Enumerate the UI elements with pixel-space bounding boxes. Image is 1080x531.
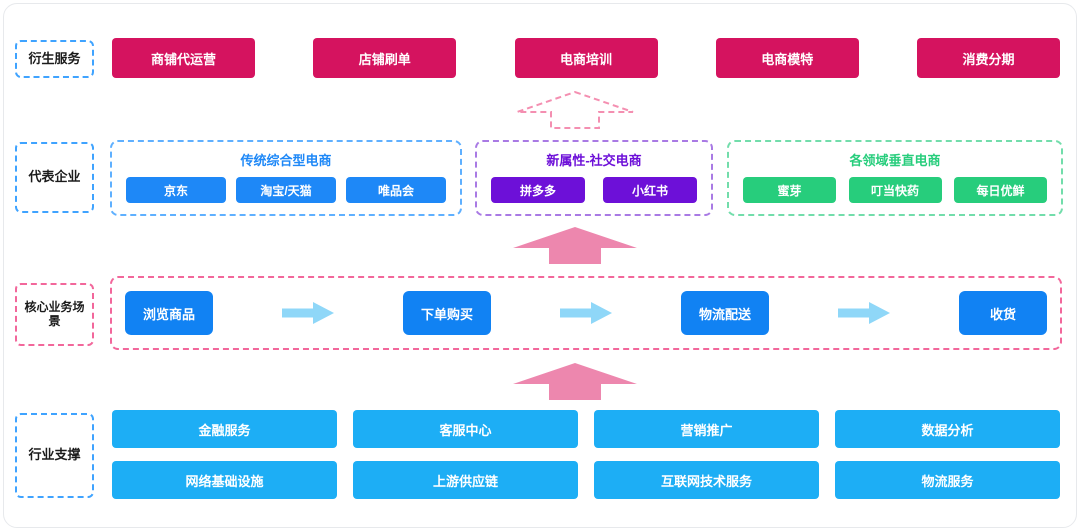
company-node: 京东 xyxy=(126,177,226,203)
support-node: 互联网技术服务 xyxy=(594,461,819,499)
company-node: 唯品会 xyxy=(346,177,446,203)
up-arrow-icon xyxy=(513,363,637,400)
group-title: 各领域垂直电商 xyxy=(849,153,941,168)
dashed-up-arrow-icon xyxy=(516,90,634,129)
right-arrow-icon xyxy=(560,301,612,325)
group-title: 传统综合型电商 xyxy=(240,153,332,168)
group-title: 新属性-社交电商 xyxy=(546,153,642,168)
company-group-social: 新属性-社交电商 拼多多 小红书 xyxy=(475,140,713,216)
right-arrow-icon xyxy=(282,301,334,325)
derived-service-node: 电商培训 xyxy=(514,38,658,78)
company-node: 小红书 xyxy=(603,177,697,203)
industry-support-grid: 金融服务 客服中心 营销推广 数据分析 网络基础设施 上游供应链 互联网技术服务… xyxy=(112,410,1060,499)
company-node: 叮当快药 xyxy=(848,177,942,203)
flow-step-node: 物流配送 xyxy=(681,291,769,335)
flow-step-node: 下单购买 xyxy=(403,291,491,335)
support-node: 上游供应链 xyxy=(353,461,578,499)
flow-step-node: 浏览商品 xyxy=(125,291,213,335)
row-label-core-business: 核心业务场景 xyxy=(15,283,94,346)
derived-services-row: 商铺代运营 店铺刷单 电商培训 电商模特 消费分期 xyxy=(112,38,1060,78)
support-node: 网络基础设施 xyxy=(112,461,337,499)
derived-service-node: 电商模特 xyxy=(715,38,859,78)
support-node: 客服中心 xyxy=(353,410,578,448)
derived-service-node: 消费分期 xyxy=(917,38,1060,78)
company-node: 每日优鲜 xyxy=(954,177,1047,203)
support-node: 营销推广 xyxy=(594,410,819,448)
core-business-flow: 浏览商品 下单购买 物流配送 收货 xyxy=(110,276,1062,350)
company-node: 蜜芽 xyxy=(743,177,836,203)
support-node: 金融服务 xyxy=(112,410,337,448)
right-arrow-icon xyxy=(838,301,890,325)
company-group-traditional: 传统综合型电商 京东 淘宝/天猫 唯品会 xyxy=(110,140,462,216)
company-node: 淘宝/天猫 xyxy=(236,177,336,203)
support-node: 物流服务 xyxy=(835,461,1060,499)
row-label-industry-support: 行业支撑 xyxy=(15,413,94,498)
flow-step-node: 收货 xyxy=(959,291,1047,335)
derived-service-node: 商铺代运营 xyxy=(112,38,255,78)
support-node: 数据分析 xyxy=(835,410,1060,448)
company-node: 拼多多 xyxy=(491,177,585,203)
derived-service-node: 店铺刷单 xyxy=(313,38,457,78)
company-group-vertical: 各领域垂直电商 蜜芽 叮当快药 每日优鲜 xyxy=(727,140,1063,216)
up-arrow-icon xyxy=(513,227,637,264)
row-label-representative-companies: 代表企业 xyxy=(15,142,94,213)
row-label-derived-services: 衍生服务 xyxy=(15,40,94,78)
